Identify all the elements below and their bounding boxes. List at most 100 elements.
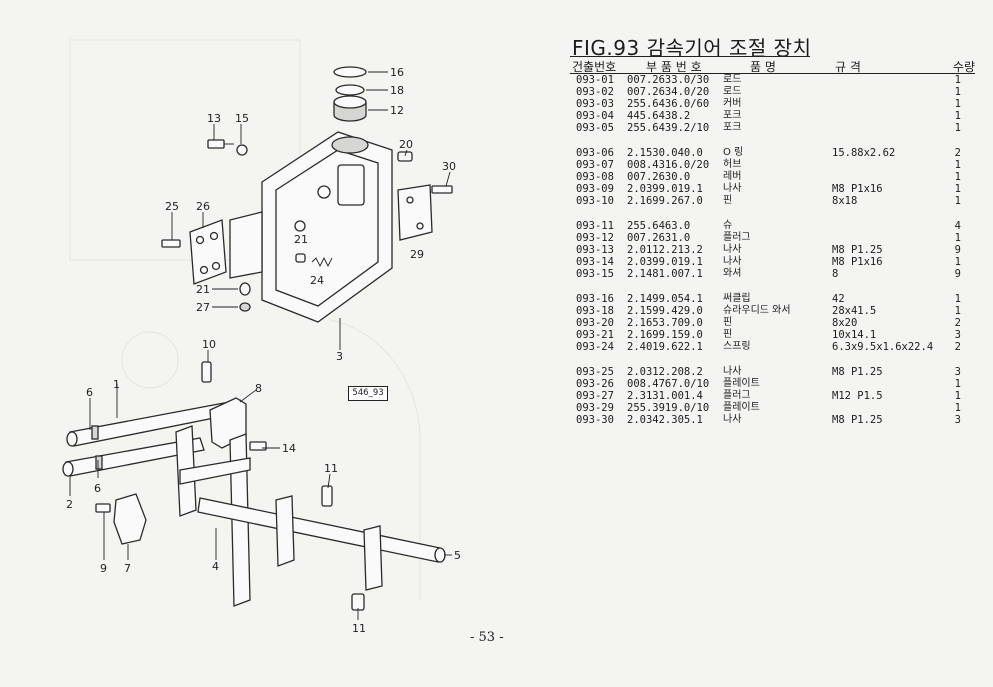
parts-table-header: 건출번호 부 품 번 호 품 명 규 격 수량: [570, 58, 975, 74]
cell-part-no: 2.1499.054.1: [627, 292, 703, 305]
part-hub-7: [113, 493, 147, 545]
cell-name: 스프링: [723, 341, 751, 353]
cell-qty: 3: [954, 329, 961, 342]
header-name: 품 명: [750, 60, 776, 74]
cell-ref-no: 093-25: [576, 365, 614, 378]
cell-ref-no: 093-21: [576, 329, 614, 342]
cell-spec: 10x14.1: [832, 329, 877, 342]
cell-spec: M8 P1.25: [832, 365, 883, 378]
part-circlip-16: [333, 66, 367, 78]
callout-29: 29: [410, 248, 424, 261]
cell-ref-no: 093-16: [576, 292, 614, 305]
cell-part-no: 255.6436.0/60: [627, 98, 710, 111]
part-plug-27: [239, 302, 251, 312]
part-plate-26: [189, 219, 227, 285]
cell-name: 플러그: [723, 390, 751, 402]
cell-name: 슈: [723, 219, 733, 231]
cell-name: 레버: [723, 171, 742, 183]
cell-name: 나사: [723, 183, 742, 195]
cell-ref-no: 093-27: [576, 390, 614, 403]
cell-name: O 링: [723, 146, 744, 158]
cell-part-no: 255.6463.0: [627, 219, 691, 232]
cell-part-no: 007.2633.0/30: [627, 74, 710, 86]
cell-name: 플레이트: [723, 402, 760, 414]
callout-6-upper: 6: [86, 386, 93, 399]
part-washer-15: [236, 144, 248, 156]
cell-spec: M12 P1.5: [832, 390, 883, 403]
part-screw-25: [161, 239, 181, 248]
group-spacer: [570, 207, 975, 220]
cell-part-no: 2.1481.007.1: [627, 268, 703, 281]
cell-part-no: 2.1699.159.0: [627, 329, 703, 342]
callout-4: 4: [212, 560, 219, 573]
callout-7: 7: [124, 562, 131, 575]
cell-ref-no: 093-14: [576, 256, 614, 269]
cell-qty: 3: [954, 365, 961, 378]
cell-name: 커버: [723, 98, 742, 110]
callout-24: 24: [310, 274, 324, 287]
cell-name: 나사: [723, 365, 742, 377]
cell-ref-no: 093-01: [576, 74, 614, 86]
cell-part-no: 2.1530.040.0: [627, 146, 703, 159]
cell-spec: 6.3x9.5x1.6x22.4: [832, 341, 934, 354]
page-number: - 53 -: [470, 630, 504, 645]
cell-ref-no: 093-18: [576, 305, 614, 317]
callout-1: 1: [113, 378, 120, 391]
cell-qty: 1: [954, 86, 961, 99]
cell-ref-no: 093-09: [576, 183, 614, 196]
cell-ref-no: 093-05: [576, 122, 614, 135]
cell-ref-no: 093-15: [576, 268, 614, 281]
cell-part-no: 445.6438.2: [627, 110, 691, 123]
cell-name: 핀: [723, 317, 733, 329]
cell-ref-no: 093-26: [576, 377, 614, 390]
callout-2: 2: [66, 498, 73, 511]
callout-16: 16: [390, 66, 404, 79]
cell-part-no: 008.4767.0/10: [627, 377, 710, 390]
cell-spec: 15.88x2.62: [832, 146, 896, 159]
callout-25: 25: [165, 200, 179, 213]
part-rod-2: [62, 437, 205, 477]
part-screw-9: [95, 503, 111, 513]
cell-qty: 1: [954, 377, 961, 390]
cell-name: 로드: [723, 74, 742, 85]
part-screw-14: [249, 441, 267, 451]
parts-table: 건출번호 부 품 번 호 품 명 규 격 수량 093-01 007.2633.0…: [570, 58, 975, 426]
cell-part-no: 255.6439.2/10: [627, 122, 710, 135]
cell-spec: 8x20: [832, 317, 858, 330]
cell-name: 플러그: [723, 232, 751, 244]
cell-part-no: 2.0312.208.2: [627, 365, 703, 378]
group-spacer: [570, 280, 975, 293]
callout-27: 27: [196, 301, 210, 314]
part-cover-3: [261, 131, 393, 323]
part-fork-5-right: [363, 525, 383, 591]
part-pin-20: [397, 151, 413, 162]
callout-11-lower: 11: [352, 622, 366, 635]
callout-18: 18: [390, 84, 404, 97]
cell-qty: 9: [954, 268, 961, 281]
header-part-no: 부 품 번 호: [646, 60, 702, 74]
cell-qty: 1: [954, 74, 961, 86]
cell-qty: 1: [954, 122, 961, 135]
cell-name: 나사: [723, 244, 742, 256]
cell-part-no: 2.1699.267.0: [627, 195, 703, 208]
cell-qty: 2: [954, 146, 961, 159]
table-row: 093-25 2.0312.208.2 나사 M8 P1.25 3: [570, 366, 975, 378]
cell-name: 포크: [723, 110, 742, 122]
cell-spec: 28x41.5: [832, 305, 877, 317]
callout-26: 26: [196, 200, 210, 213]
callout-20: 20: [399, 138, 413, 151]
cell-qty: 1: [954, 110, 961, 123]
cell-part-no: 2.0112.213.2: [627, 244, 703, 257]
cell-spec: 8: [832, 268, 839, 281]
